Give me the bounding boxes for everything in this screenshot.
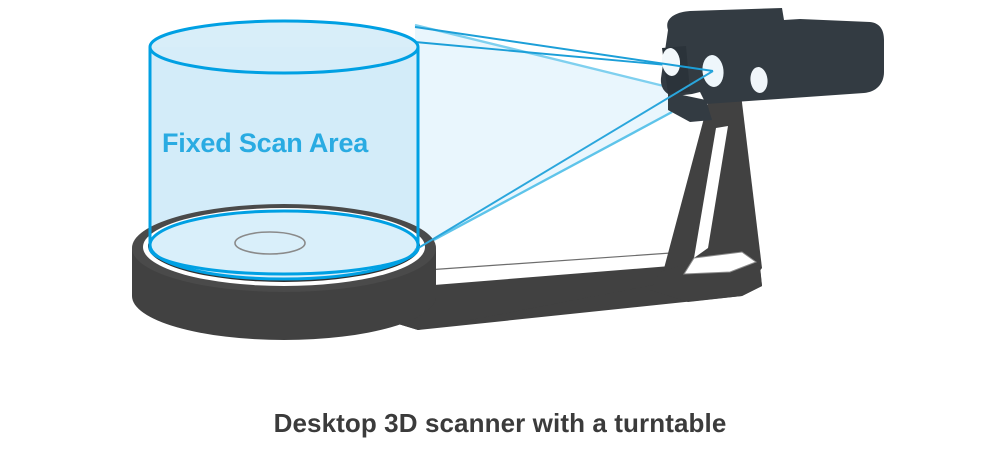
scanner-stand-column	[650, 86, 762, 302]
platter-disc	[148, 209, 420, 281]
scanner-head	[660, 8, 884, 122]
scan-beam-cone	[415, 25, 672, 250]
scan-area-label: Fixed Scan Area	[162, 128, 369, 158]
scan-beam	[414, 23, 679, 252]
scan-beam-rays-overlay	[414, 26, 714, 251]
cylinder-outline	[148, 47, 420, 276]
scan-ray-upper	[414, 26, 714, 72]
stand-foot-top-face	[683, 251, 758, 275]
turntable-platter	[148, 209, 420, 281]
figure-caption: Desktop 3D scanner with a turntable	[273, 408, 727, 438]
scanner-head-lip	[668, 92, 712, 122]
cylinder-top-ellipse	[148, 19, 420, 75]
scan-beam-edge-bottom	[414, 110, 673, 252]
scan-beam-edge-top	[414, 23, 673, 90]
scan-ray-lower	[414, 70, 714, 251]
base-plate-front-face	[372, 262, 742, 330]
scan-beam-ray-center	[414, 41, 679, 67]
scanner-head-body	[660, 8, 884, 104]
platter-center-marker	[234, 231, 306, 255]
scanner-lens-1-icon	[661, 48, 681, 76]
stand-column-slot	[694, 126, 728, 258]
scan-cylinder-outline-overlay	[148, 47, 420, 276]
scanner-lens-3-icon	[750, 67, 768, 93]
